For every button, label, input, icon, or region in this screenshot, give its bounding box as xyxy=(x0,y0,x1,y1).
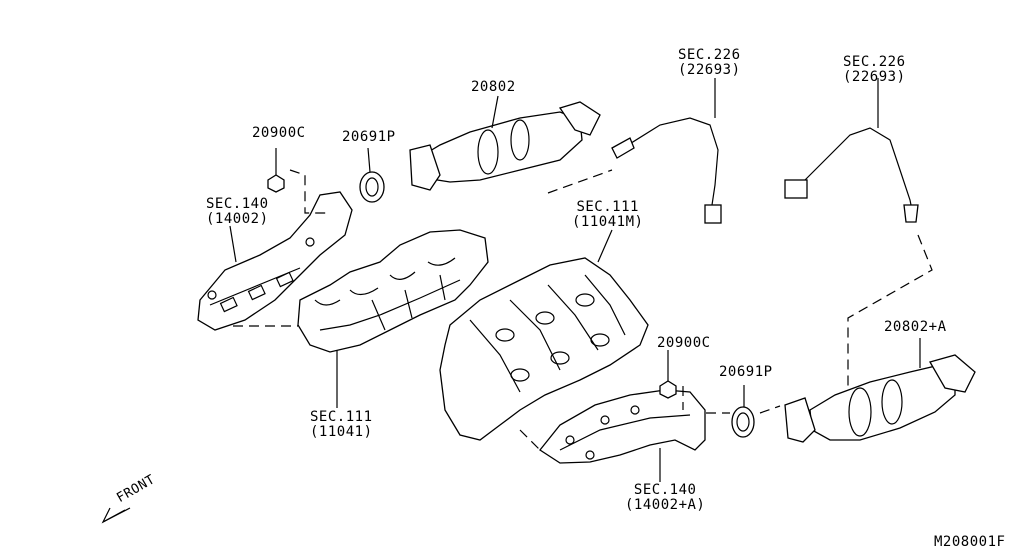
catalytic-converter-left xyxy=(409,101,601,191)
leader-lines xyxy=(229,78,921,482)
label-ring-right: 20691P xyxy=(719,364,773,380)
gasket-ring-left xyxy=(359,171,385,203)
label-ring-left: 20691P xyxy=(342,129,396,145)
nut-right xyxy=(659,380,677,399)
label-sec226-right: SEC.226 (22693) xyxy=(843,54,906,85)
cylinder-head-left xyxy=(297,229,489,353)
diagram-code: M208001F xyxy=(934,534,1006,550)
cylinder-head-right xyxy=(439,257,649,441)
label-cat-converter-left: 20802 xyxy=(471,79,516,95)
label-nut-right: 20900C xyxy=(657,335,711,351)
catalytic-converter-right xyxy=(784,354,976,443)
label-sec140-left: SEC.140 (14002) xyxy=(206,196,269,227)
front-arrow-icon xyxy=(101,507,131,524)
label-cat-converter-right: 20802+A xyxy=(884,319,947,335)
label-nut-left: 20900C xyxy=(252,125,306,141)
assembly-dash-lines xyxy=(233,169,933,451)
gasket-ring-right xyxy=(731,406,755,438)
oxygen-sensor-left xyxy=(611,117,722,224)
nut-left xyxy=(267,174,285,193)
exhaust-manifold-left xyxy=(197,191,353,331)
label-sec111-head-right: SEC.111 (11041M) xyxy=(572,199,644,230)
label-sec140-right: SEC.140 (14002+A) xyxy=(625,482,706,513)
label-sec111-head-left: SEC.111 (11041) xyxy=(310,409,373,440)
oxygen-sensor-right xyxy=(784,127,919,223)
label-sec226-left: SEC.226 (22693) xyxy=(678,47,741,78)
exhaust-manifold-right xyxy=(539,389,706,464)
